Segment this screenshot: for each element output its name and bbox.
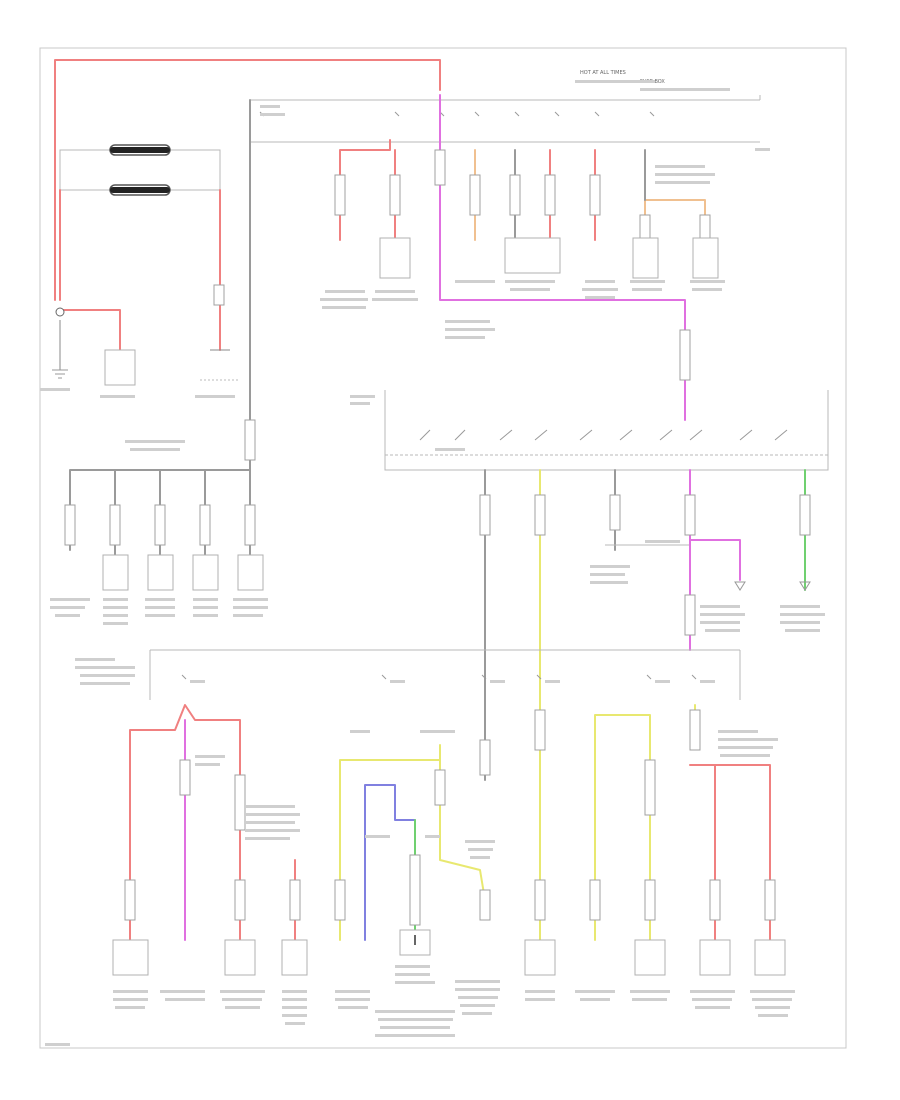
wire-horn-orange <box>644 199 706 241</box>
top-branch-wires <box>334 94 719 421</box>
left-lamp-branch <box>50 99 268 625</box>
starter-motor-box <box>104 349 136 386</box>
starter-feed-wire <box>59 309 121 351</box>
lower-fuse-bus <box>75 649 741 700</box>
battery-ground-icon <box>52 369 68 379</box>
ground-icon-1 <box>734 581 746 591</box>
horn-relay-box <box>632 237 659 279</box>
horn-box <box>692 237 719 279</box>
ignition-switch <box>350 390 829 471</box>
fusible-link-bracket <box>59 149 221 191</box>
header-line-1: HOT AT ALL TIMES <box>580 70 626 76</box>
bottom-branches <box>124 704 778 941</box>
wire-auto-shutdown <box>339 139 391 241</box>
diagram-border <box>39 47 847 1049</box>
battery-terminal <box>55 307 65 317</box>
top-fuse-bus <box>249 95 761 143</box>
bottom-components <box>45 929 795 1046</box>
ignition-switch-contacts <box>419 429 788 441</box>
relay-box-1 <box>379 237 411 279</box>
ecm-box <box>504 237 561 274</box>
battery-circuit <box>52 59 441 386</box>
top-component-labels <box>40 80 770 398</box>
main-battery-feed-wire <box>54 59 441 301</box>
mid-branches <box>479 469 825 941</box>
lower-fuse-icons <box>181 674 697 680</box>
top-fuse-icons <box>259 111 655 117</box>
ground-icon-2 <box>799 581 811 591</box>
